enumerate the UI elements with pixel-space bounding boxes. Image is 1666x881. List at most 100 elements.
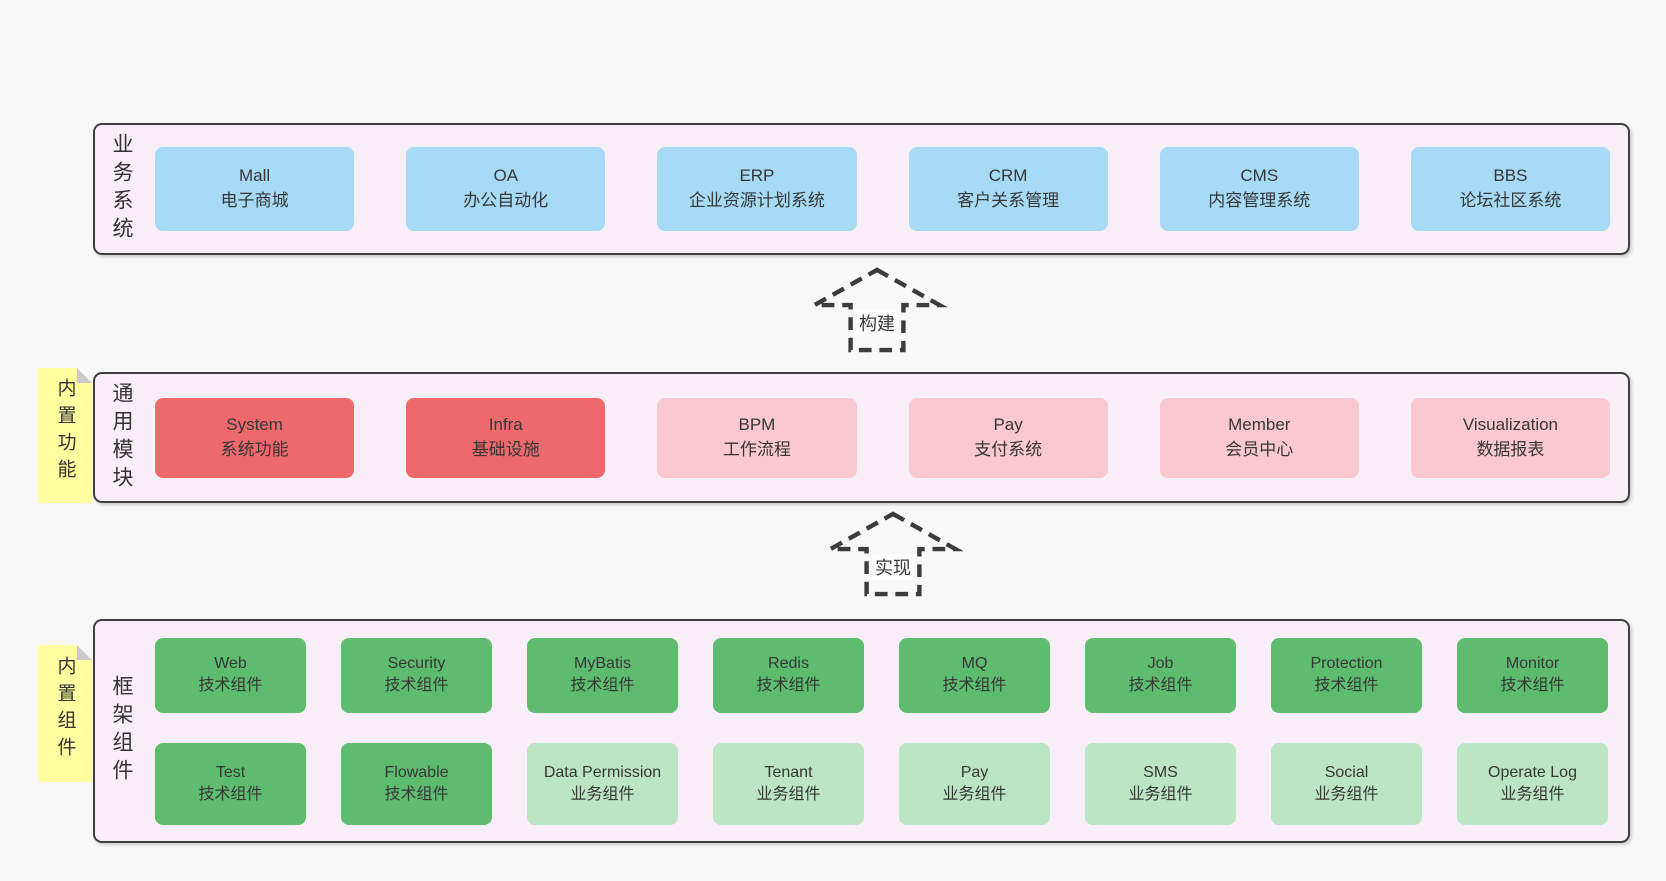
box-title: OA <box>493 166 519 186</box>
box-title: SMS <box>1143 763 1178 781</box>
box-bpm: BPM 工作流程 <box>657 397 857 478</box>
box-infra: Infra 基础设施 <box>406 397 606 478</box>
box-subtitle: 业务组件 <box>942 785 1007 803</box>
box-title: Data Permission <box>543 763 662 781</box>
build-arrow-icon: 构建 <box>807 266 947 354</box>
box-job: Job 技术组件 <box>1085 637 1236 713</box>
box-subtitle: 业务组件 <box>570 785 635 803</box>
box-web: Web 技术组件 <box>155 637 306 713</box>
box-subtitle: 技术组件 <box>1314 677 1379 694</box>
box-title: Mall <box>239 166 271 186</box>
box-subtitle: 业务组件 <box>1500 785 1565 803</box>
box-subtitle: 基础设施 <box>471 439 540 459</box>
box-member: Member 会员中心 <box>1159 397 1359 478</box>
box-title: Protection <box>1310 655 1383 673</box>
box-title: Monitor <box>1505 655 1560 673</box>
box-title: CRM <box>988 166 1028 186</box>
implement-arrow-icon: 实现 <box>823 510 963 598</box>
box-title: ERP <box>739 166 775 186</box>
build-arrow-label: 构建 <box>856 310 898 336</box>
box-title: Pay <box>993 414 1023 434</box>
box-title: Security <box>387 655 446 673</box>
box-erp: ERP 企业资源计划系统 <box>657 147 857 231</box>
box-subtitle: 论坛社区系统 <box>1459 191 1562 210</box>
box-subtitle: 会员中心 <box>1225 439 1294 459</box>
box-subtitle: 技术组件 <box>198 785 263 803</box>
box-title: Tenant <box>764 763 813 781</box>
implement-arrow-label: 实现 <box>872 554 914 580</box>
box-subtitle: 企业资源计划系统 <box>688 191 825 210</box>
box-flowable: Flowable 技术组件 <box>341 742 492 825</box>
box-title: Operate Log <box>1488 763 1577 781</box>
box-mq: MQ 技术组件 <box>899 637 1050 713</box>
box-cms: CMS 内容管理系统 <box>1159 147 1359 231</box>
box-subtitle: 数据报表 <box>1476 439 1545 459</box>
box-subtitle: 技术组件 <box>1128 677 1193 694</box>
box-subtitle: 技术组件 <box>756 677 821 694</box>
module-boxes: System 系统功能 Infra 基础设施 BPM 工作流程 Pay 支付系统… <box>155 397 1611 478</box>
box-title: BPM <box>738 414 776 434</box>
box-title: Visualization <box>1462 414 1559 434</box>
box-subtitle: 业务组件 <box>1128 785 1193 803</box>
business-components-row: Test 技术组件 Flowable 技术组件 Data Permission … <box>155 742 1608 825</box>
band-common-modules: 通用模块 System 系统功能 Infra 基础设施 BPM 工作流程 Pay… <box>93 372 1630 503</box>
box-subtitle: 客户关系管理 <box>957 191 1060 210</box>
box-title: MQ <box>961 655 988 673</box>
box-title: Member <box>1228 414 1291 434</box>
sticky-note-built-in-components: 内置组件 <box>38 645 92 782</box>
box-subtitle: 技术组件 <box>1500 677 1565 694</box>
box-subtitle: 技术组件 <box>198 677 263 694</box>
framework-boxes: Web 技术组件 Security 技术组件 MyBatis 技术组件 Redi… <box>155 637 1608 825</box>
box-crm: CRM 客户关系管理 <box>908 147 1108 231</box>
box-subtitle: 技术组件 <box>942 677 1007 694</box>
box-title: Test <box>215 763 246 781</box>
box-mybatis: MyBatis 技术组件 <box>527 637 678 713</box>
box-monitor: Monitor 技术组件 <box>1457 637 1608 713</box>
box-subtitle: 技术组件 <box>570 677 635 694</box>
box-subtitle: 工作流程 <box>722 439 791 459</box>
box-mall: Mall 电子商城 <box>155 147 355 231</box>
box-security: Security 技术组件 <box>341 637 492 713</box>
box-title: MyBatis <box>574 655 631 673</box>
box-title: Infra <box>488 414 523 434</box>
box-title: CMS <box>1240 166 1279 186</box>
box-test: Test 技术组件 <box>155 742 306 825</box>
box-subtitle: 技术组件 <box>384 785 449 803</box>
band-label-modules: 通用模块 <box>110 381 133 494</box>
box-title: System <box>226 414 283 434</box>
sticky-note-built-in-features: 内置功能 <box>38 368 92 503</box>
box-sms: SMS 业务组件 <box>1085 742 1236 825</box>
box-pay-system: Pay 支付系统 <box>908 397 1108 478</box>
band-label-framework: 框架组件 <box>110 675 133 787</box>
box-oa: OA 办公自动化 <box>406 147 606 231</box>
box-title: Redis <box>768 655 809 673</box>
tech-components-row: Web 技术组件 Security 技术组件 MyBatis 技术组件 Redi… <box>155 637 1608 713</box>
box-subtitle: 业务组件 <box>756 785 821 803</box>
box-system: System 系统功能 <box>155 397 355 478</box>
band-business-systems: 业务系统 Mall 电子商城 OA 办公自动化 ERP 企业资源计划系统 CRM… <box>93 123 1630 255</box>
box-operate-log: Operate Log 业务组件 <box>1457 742 1608 825</box>
box-title: Job <box>1147 655 1174 673</box>
box-visualization: Visualization 数据报表 <box>1410 397 1611 478</box>
box-subtitle: 办公自动化 <box>463 191 549 210</box>
box-title: Web <box>214 655 247 673</box>
box-protection: Protection 技术组件 <box>1271 637 1422 713</box>
box-title: Flowable <box>384 763 449 781</box>
box-subtitle: 支付系统 <box>974 439 1043 459</box>
box-bbs: BBS 论坛社区系统 <box>1410 147 1611 231</box>
box-title: Pay <box>960 763 989 781</box>
box-subtitle: 系统功能 <box>220 439 289 459</box>
business-boxes: Mall 电子商城 OA 办公自动化 ERP 企业资源计划系统 CRM 客户关系… <box>155 147 1611 231</box>
band-label-business: 业务系统 <box>110 133 133 245</box>
box-subtitle: 业务组件 <box>1314 785 1379 803</box>
box-social: Social 业务组件 <box>1271 742 1422 825</box>
box-tenant: Tenant 业务组件 <box>713 742 864 825</box>
box-subtitle: 技术组件 <box>384 677 449 694</box>
sticky-text: 内置组件 <box>54 655 76 764</box>
sticky-text: 内置功能 <box>54 377 76 486</box>
sticky-fold-corner-icon <box>77 368 92 383</box>
box-subtitle: 电子商城 <box>220 191 289 210</box>
band-framework-components: 框架组件 Web 技术组件 Security 技术组件 MyBatis 技术组件… <box>93 619 1630 843</box>
sticky-fold-corner-icon <box>77 645 92 660</box>
box-subtitle: 内容管理系统 <box>1208 191 1311 210</box>
